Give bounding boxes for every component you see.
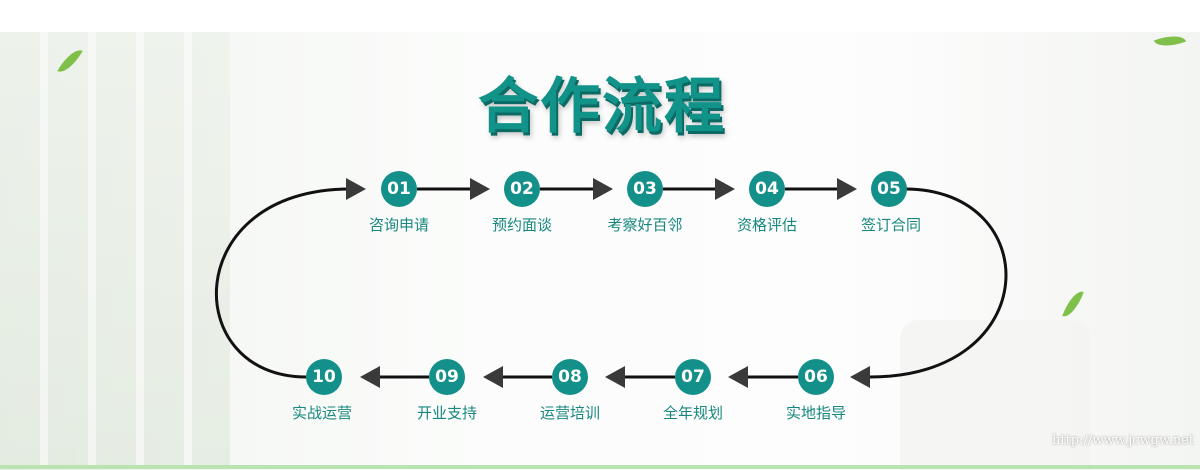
step-number: 07 — [675, 359, 711, 395]
background-sofa — [900, 320, 1090, 470]
step-number: 10 — [306, 359, 342, 395]
arrow-right-icon — [593, 178, 613, 200]
step-label: 资格评估 — [736, 216, 798, 234]
step-label: 运营培训 — [539, 404, 601, 422]
arrow-left-icon — [850, 366, 870, 388]
arrow-right-icon — [837, 178, 857, 200]
step-label: 预约面谈 — [491, 216, 553, 234]
loop-left-curve — [214, 187, 351, 379]
bottom-divider — [0, 465, 1200, 469]
arrow-right-icon — [346, 178, 366, 200]
step-number: 05 — [871, 171, 907, 207]
arrow-right-icon — [715, 178, 735, 200]
step-number: 04 — [749, 171, 785, 207]
step-number: 08 — [552, 359, 588, 395]
background-window — [0, 32, 230, 469]
watermark: http://www.jcwgw.net — [1051, 433, 1194, 448]
step-label: 实战运营 — [291, 404, 353, 422]
page-title: 合作流程 — [478, 72, 726, 142]
step-number: 06 — [798, 359, 834, 395]
step-label: 签订合同 — [860, 216, 922, 234]
step-label: 全年规划 — [662, 404, 724, 422]
arrow-left-icon — [483, 366, 503, 388]
arrow-right-icon — [470, 178, 490, 200]
arrow-left-icon — [728, 366, 748, 388]
loop-right-curve — [869, 187, 1008, 379]
arrow-left-icon — [360, 366, 380, 388]
step-label: 开业支持 — [416, 404, 478, 422]
arrow-left-icon — [605, 366, 625, 388]
top-band — [0, 0, 1200, 32]
step-number: 02 — [504, 171, 540, 207]
step-number: 09 — [429, 359, 465, 395]
step-label: 实地指导 — [785, 404, 847, 422]
step-number: 03 — [627, 171, 663, 207]
step-label: 考察好百邻 — [607, 216, 683, 234]
step-label: 咨询申请 — [368, 216, 430, 234]
step-number: 01 — [381, 171, 417, 207]
